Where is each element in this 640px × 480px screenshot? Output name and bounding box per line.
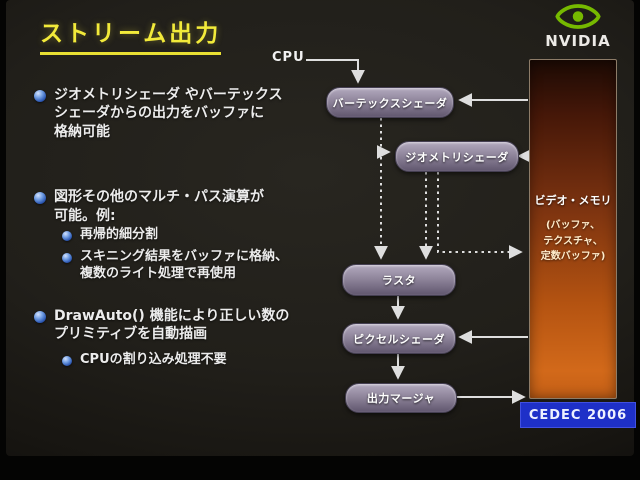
bullet-icon [62, 253, 72, 264]
bullet-icon [62, 231, 72, 242]
box-vertex-shader: バーテックスシェーダ [326, 87, 454, 118]
bullet-text: CPUの割り込み処理不要 [80, 351, 227, 367]
bullet-text: 図形その他のマルチ・パス演算が 可能。例: [54, 189, 264, 224]
cedec-badge: CEDEC 2006 [520, 402, 636, 428]
bullet-list: ジオメトリシェーダ やバーテックス シェーダからの出力をバッファに 格納可能 図… [34, 86, 332, 369]
bullet-item-3: 再帰的細分割 [34, 227, 332, 244]
bullet-icon [34, 192, 46, 205]
bullet-item-1: ジオメトリシェーダ やバーテックス シェーダからの出力をバッファに 格納可能 [34, 86, 332, 141]
bullet-item-2: 図形その他のマルチ・パス演算が 可能。例: [34, 188, 332, 225]
box-raster: ラスタ [342, 264, 456, 296]
bullet-text: ジオメトリシェーダ やバーテックス シェーダからの出力をバッファに 格納可能 [54, 87, 283, 140]
bullet-text: DrawAuto() 機能により正しい数の プリミティブを自動描画 [54, 308, 290, 343]
video-memory-subtitle: (バッファ、 テクスチャ、 定数バッファ) [540, 220, 606, 262]
bullet-icon [34, 311, 46, 324]
bullet-item-5: DrawAuto() 機能により正しい数の プリミティブを自動描画 [34, 307, 332, 344]
box-pixel-shader: ピクセルシェーダ [342, 323, 456, 354]
video-memory-title: ビデオ・メモリ [534, 194, 612, 207]
nvidia-logo: NVIDIA [534, 3, 622, 50]
box-output-merger: 出力マージャ [345, 383, 457, 413]
bullet-item-6: CPUの割り込み処理不要 [34, 352, 332, 369]
box-geometry-shader: ジオメトリシェーダ [395, 141, 519, 172]
bullet-item-4: スキニング結果をバッファに格納、 複数のライト処理で再使用 [34, 249, 332, 283]
slide-surface: ストリーム出力 NVIDIA ジオメトリシェーダ やバーテックス シェーダからの… [6, 0, 636, 456]
bullet-icon [62, 355, 72, 366]
nvidia-eye-icon [555, 4, 601, 29]
nvidia-wordmark: NVIDIA [545, 32, 611, 50]
page-title: ストリーム出力 [40, 14, 222, 55]
video-memory-box: ビデオ・メモリ (バッファ、 テクスチャ、 定数バッファ) [529, 59, 617, 399]
bullet-text: 再帰的細分割 [80, 227, 159, 243]
bullet-icon [34, 90, 46, 102]
cpu-label: CPU [272, 50, 305, 65]
bullet-text: スキニング結果をバッファに格納、 複数のライト処理で再使用 [80, 249, 289, 282]
